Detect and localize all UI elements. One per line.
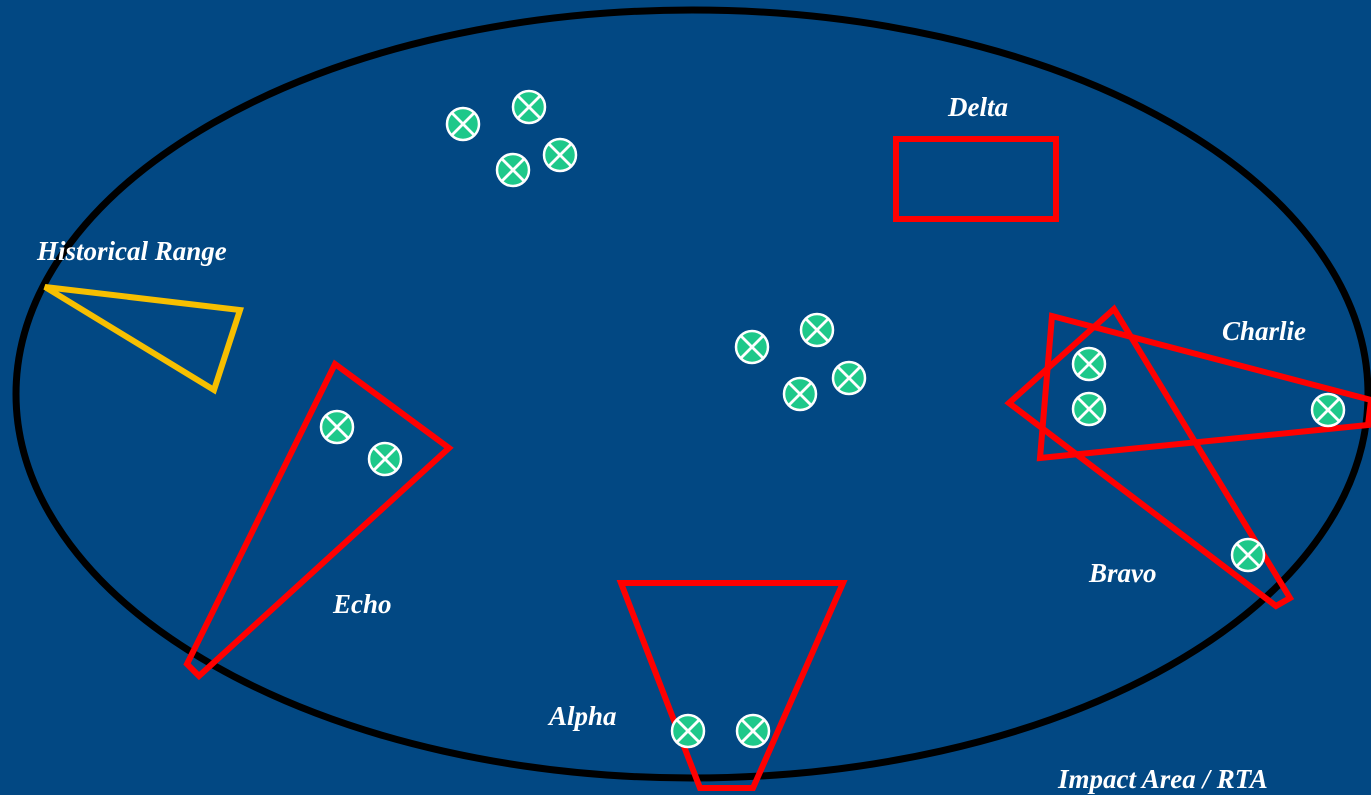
alpha-label: Alpha bbox=[547, 701, 617, 731]
impact-area-boundary bbox=[12, 6, 1371, 782]
marker-layer bbox=[319, 89, 1346, 749]
circled-x-icon bbox=[1230, 537, 1266, 573]
circled-x-icon bbox=[511, 89, 547, 125]
circled-x-icon bbox=[670, 713, 706, 749]
bravo-zone bbox=[1004, 304, 1295, 610]
charlie-zone bbox=[1036, 312, 1371, 462]
circled-x-icon bbox=[734, 329, 770, 365]
impact-area-label: Impact Area / RTA bbox=[1057, 764, 1268, 794]
echo-label: Echo bbox=[332, 589, 392, 619]
circled-x-icon bbox=[1071, 346, 1107, 382]
charlie-label: Charlie bbox=[1222, 316, 1306, 346]
circled-x-icon bbox=[735, 713, 771, 749]
circled-x-icon bbox=[495, 152, 531, 188]
delta-label: Delta bbox=[947, 92, 1008, 122]
circled-x-icon bbox=[367, 441, 403, 477]
circled-x-icon bbox=[1071, 391, 1107, 427]
circled-x-icon bbox=[319, 409, 355, 445]
circled-x-icon bbox=[1310, 392, 1346, 428]
circled-x-icon bbox=[542, 137, 578, 173]
circled-x-icon bbox=[799, 312, 835, 348]
alpha-zone bbox=[616, 580, 848, 791]
circled-x-icon bbox=[782, 376, 818, 412]
delta-zone bbox=[893, 136, 1059, 222]
bravo-label: Bravo bbox=[1088, 558, 1157, 588]
circled-x-icon bbox=[445, 106, 481, 142]
echo-zone bbox=[183, 359, 454, 681]
historical-range-label: Historical Range bbox=[36, 236, 227, 266]
historical-range-zone bbox=[43, 284, 244, 395]
circled-x-icon bbox=[831, 360, 867, 396]
